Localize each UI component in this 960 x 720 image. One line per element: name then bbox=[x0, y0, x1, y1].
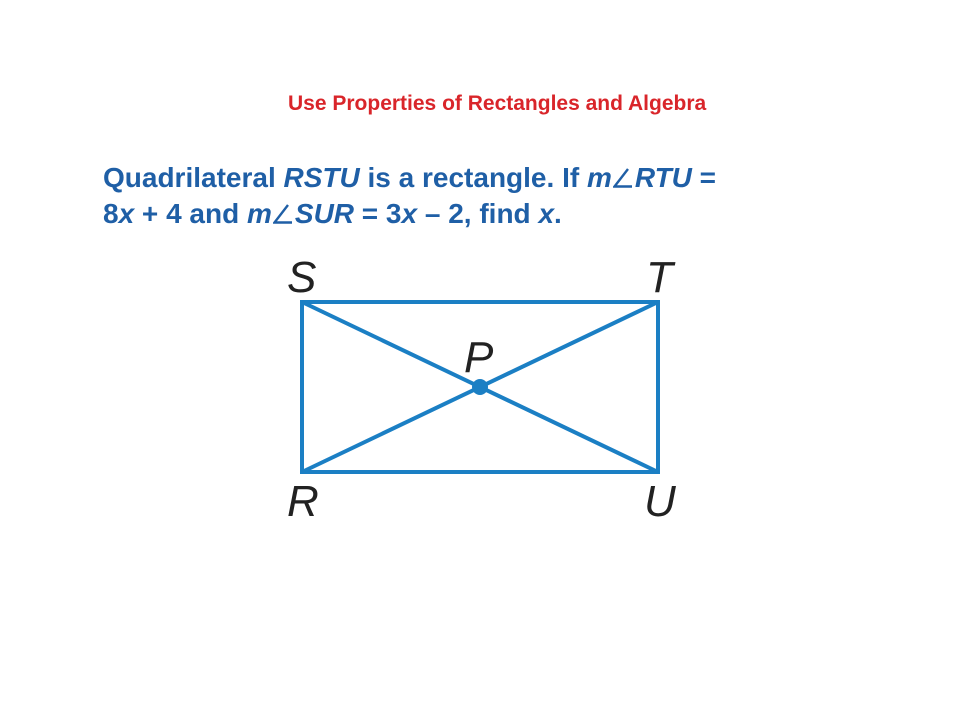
measure-symbol: m bbox=[586, 162, 612, 193]
text-run: = 3 bbox=[354, 198, 402, 229]
vertex-label-u: U bbox=[644, 477, 676, 526]
vertex-label-r: R bbox=[287, 477, 319, 526]
angle-name: RTU bbox=[634, 162, 692, 193]
rectangle-rstu bbox=[300, 300, 660, 474]
text-run: Quadrilateral bbox=[103, 162, 284, 193]
rectangle-name: RSTU bbox=[283, 162, 360, 193]
text-run: + 4 and bbox=[134, 198, 247, 229]
measure-symbol: m bbox=[246, 198, 272, 229]
text-run: = bbox=[691, 162, 717, 193]
text-run: – 2, find bbox=[417, 198, 539, 229]
point-p bbox=[472, 379, 488, 395]
variable: x bbox=[538, 198, 555, 229]
angle-name: SUR bbox=[294, 198, 355, 229]
vertex-label-t: T bbox=[646, 253, 676, 302]
slide-subtitle: Use Properties of Rectangles and Algebra bbox=[288, 92, 707, 115]
center-label-p: P bbox=[464, 333, 494, 382]
text-run: is a rectangle. If bbox=[359, 162, 587, 193]
angle-icon bbox=[612, 168, 632, 188]
vertex-label-s: S bbox=[287, 253, 316, 302]
angle-icon bbox=[272, 204, 292, 224]
text-run: . bbox=[554, 198, 562, 229]
text-run: 8 bbox=[103, 198, 119, 229]
variable: x bbox=[401, 198, 418, 229]
variable: x bbox=[118, 198, 135, 229]
